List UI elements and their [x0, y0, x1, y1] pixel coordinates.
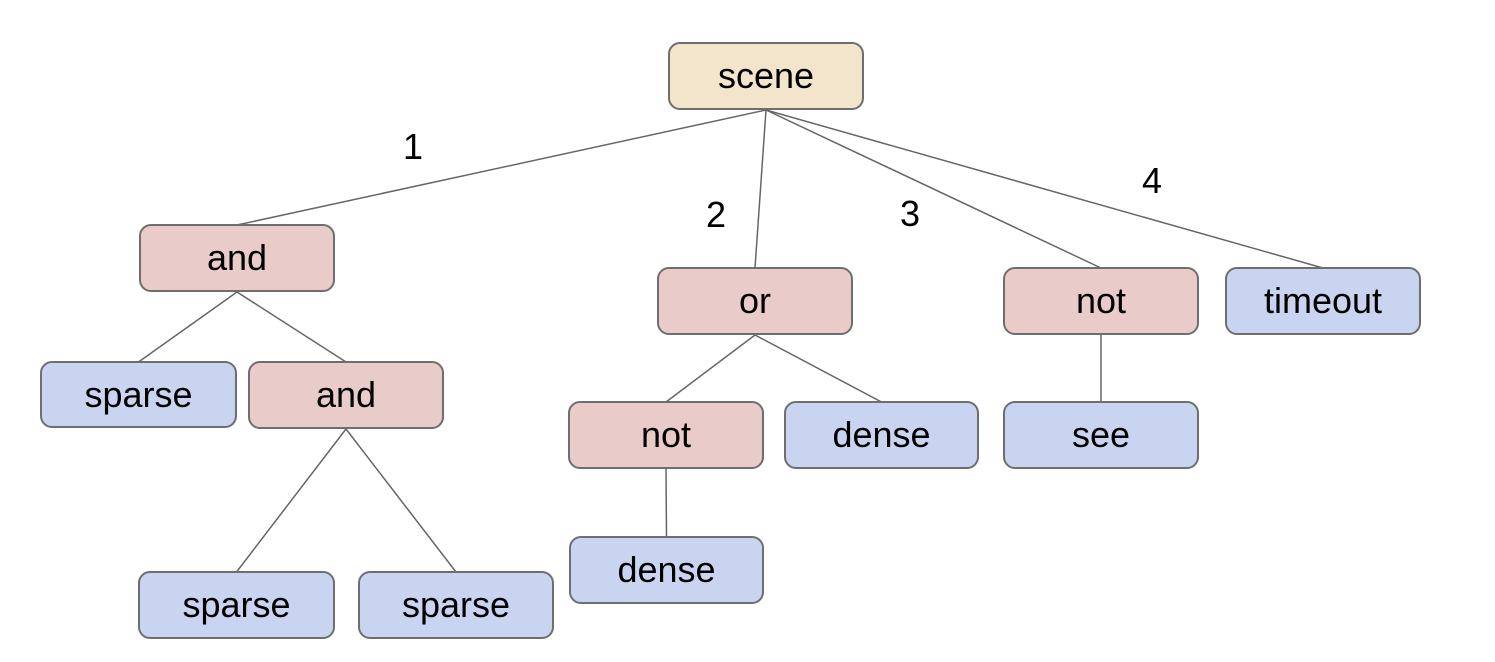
- node-see-1: see: [1003, 401, 1199, 469]
- edge-label-4: 4: [1141, 160, 1163, 201]
- node-and-1: and: [139, 224, 335, 292]
- node-scene: scene: [668, 42, 864, 110]
- edge-label-2: 2: [705, 194, 727, 235]
- edge-scene-timeout-1: [765, 109, 1324, 269]
- node-dense-1: dense: [784, 401, 979, 469]
- edge-label-3: 3: [899, 193, 921, 234]
- node-label-and-2: and: [315, 374, 377, 415]
- node-timeout-1: timeout: [1225, 267, 1421, 335]
- edge-and-2-sparse-3: [345, 428, 457, 573]
- node-sparse-2: sparse: [138, 571, 335, 639]
- edge-scene-or-1: [754, 109, 767, 269]
- node-sparse-1: sparse: [40, 361, 237, 428]
- edge-and-1-and-2: [236, 291, 347, 363]
- node-label-and-1: and: [206, 237, 268, 278]
- node-label-not-1: not: [1075, 280, 1127, 321]
- node-or-1: or: [657, 267, 853, 335]
- node-label-see-1: see: [1071, 414, 1131, 455]
- node-dense-2: dense: [569, 536, 764, 604]
- node-not-1: not: [1003, 267, 1199, 335]
- edge-or-1-not-2: [665, 334, 756, 403]
- node-label-sparse-3: sparse: [401, 584, 511, 625]
- edge-label-1: 1: [402, 126, 424, 167]
- node-label-or-1: or: [738, 280, 771, 321]
- edge-not-2-dense-2: [665, 468, 668, 538]
- edge-and-2-sparse-2: [235, 428, 347, 573]
- edge-or-1-dense-1: [754, 334, 882, 403]
- edge-and-1-sparse-1: [138, 291, 238, 363]
- node-label-dense-2: dense: [617, 549, 716, 590]
- node-label-sparse-1: sparse: [84, 373, 193, 415]
- edge-scene-and-1: [236, 109, 767, 226]
- node-label-not-2: not: [640, 414, 692, 455]
- node-and-2: and: [248, 361, 444, 429]
- node-label-dense-1: dense: [832, 414, 931, 455]
- node-label-timeout-1: timeout: [1263, 280, 1383, 321]
- edge-scene-not-1: [765, 109, 1102, 269]
- node-label-sparse-2: sparse: [182, 584, 291, 625]
- node-not-2: not: [568, 401, 764, 469]
- node-sparse-3: sparse: [358, 571, 554, 639]
- node-label-scene: scene: [717, 55, 815, 96]
